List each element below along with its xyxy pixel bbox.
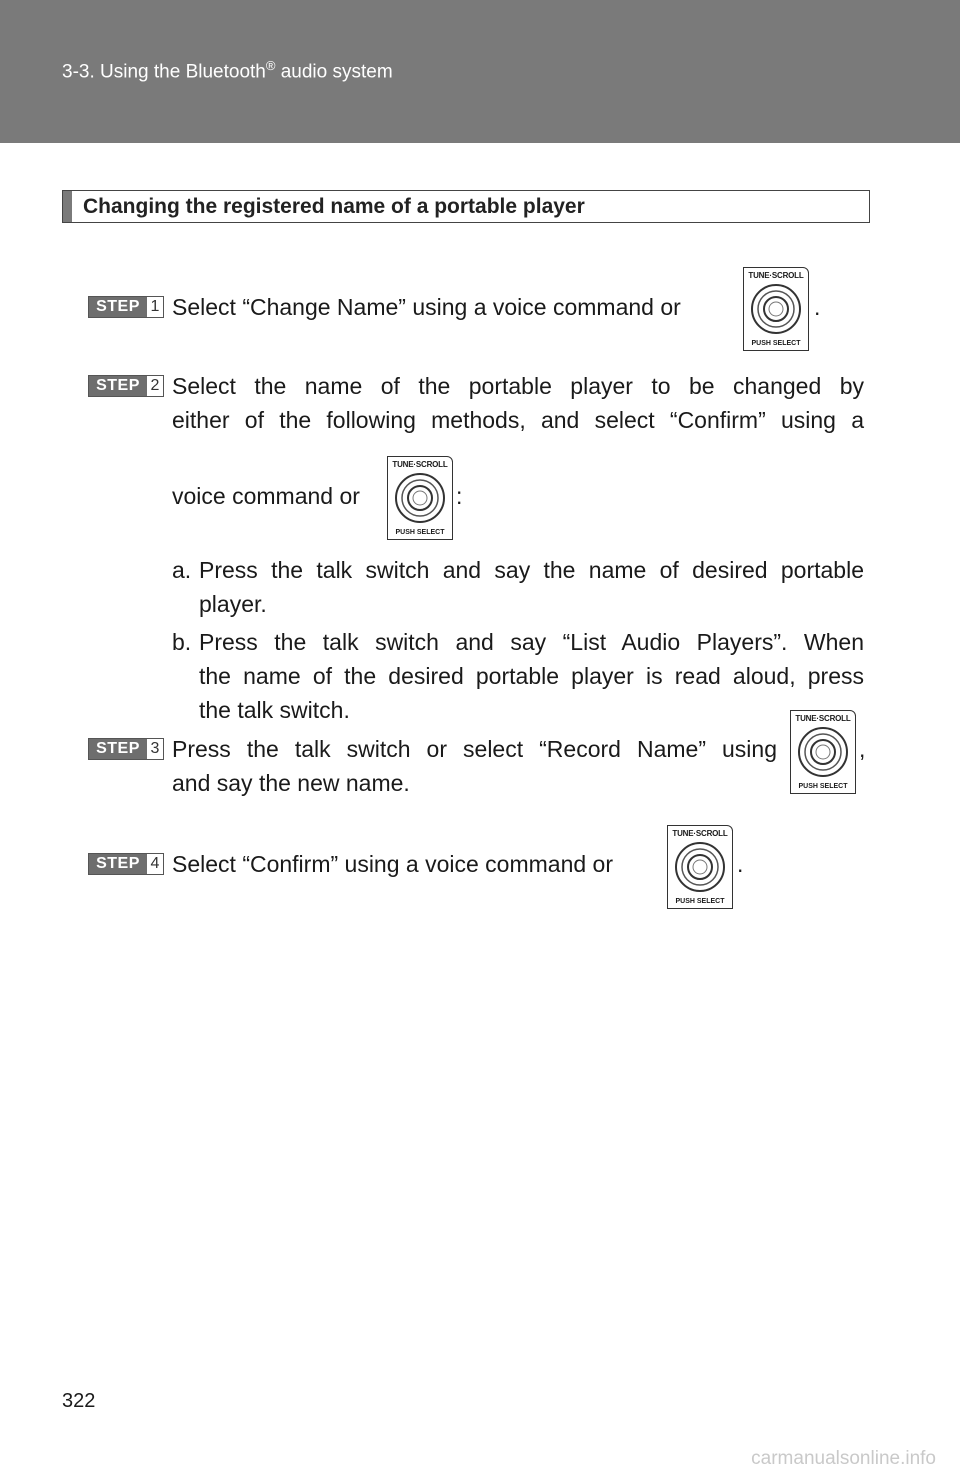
step-label: STEP bbox=[89, 739, 147, 759]
step-2-end: : bbox=[456, 483, 463, 509]
step-1-end: . bbox=[814, 294, 821, 320]
item-a-line-1: Press the talk switch and say the name o… bbox=[199, 557, 864, 583]
header-text: 3-3. Using the Bluetooth bbox=[62, 61, 266, 83]
step-3-line-2: and say the new name. bbox=[172, 770, 410, 796]
step-number: 4 bbox=[147, 854, 163, 874]
step-label: STEP bbox=[89, 854, 147, 874]
step-3-line-1: Press the talk switch or select “Record … bbox=[172, 736, 777, 762]
registered-mark: ® bbox=[265, 58, 276, 73]
step-2-line-2: either of the following methods, and sel… bbox=[172, 407, 864, 433]
section-heading-box: Changing the registered name of a portab… bbox=[62, 190, 870, 223]
knob-top-label: TUNE·SCROLL bbox=[795, 714, 851, 723]
knob-bottom-label: PUSH SELECT bbox=[798, 783, 848, 790]
knob-bottom-label: PUSH SELECT bbox=[751, 340, 801, 347]
knob-top-label: TUNE·SCROLL bbox=[672, 829, 728, 838]
item-b-line-3: the talk switch. bbox=[199, 697, 350, 723]
step-2-line-1: Select the name of the portable player t… bbox=[172, 373, 864, 399]
knob-bottom-label: PUSH SELECT bbox=[395, 529, 445, 536]
step-label: STEP bbox=[89, 297, 147, 317]
step-number: 2 bbox=[147, 376, 163, 396]
item-b-line-2: the name of the desired portable player … bbox=[199, 663, 864, 689]
tune-scroll-knob-icon: TUNE·SCROLL PUSH SELECT bbox=[667, 825, 733, 909]
step-2-line-3: voice command or bbox=[172, 483, 360, 509]
step-1-text: Select “Change Name” using a voice comma… bbox=[172, 294, 681, 320]
step-4-text: Select “Confirm” using a voice command o… bbox=[172, 851, 613, 877]
header-band bbox=[0, 0, 960, 143]
item-b-line-1: Press the talk switch and say “List Audi… bbox=[199, 629, 864, 655]
section-heading-bar bbox=[63, 191, 72, 222]
step-4-end: . bbox=[737, 851, 744, 877]
step-label: STEP bbox=[89, 376, 147, 396]
knob-bottom-label: PUSH SELECT bbox=[675, 898, 725, 905]
item-a-line-2: player. bbox=[199, 591, 267, 617]
knob-dial-icon bbox=[675, 842, 725, 892]
step-number: 3 bbox=[147, 739, 163, 759]
running-header: 3-3. Using the Bluetooth® audio system bbox=[62, 58, 393, 83]
knob-dial-icon bbox=[395, 473, 445, 523]
list-marker-a: a. bbox=[172, 557, 192, 583]
list-marker-b: b. bbox=[172, 629, 192, 655]
knob-top-label: TUNE·SCROLL bbox=[748, 271, 804, 280]
knob-dial-icon bbox=[751, 284, 801, 334]
step-number: 1 bbox=[147, 297, 163, 317]
knob-top-label: TUNE·SCROLL bbox=[392, 460, 448, 469]
tune-scroll-knob-icon: TUNE·SCROLL PUSH SELECT bbox=[743, 267, 809, 351]
watermark: carmanualsonline.info bbox=[751, 1448, 936, 1469]
step-3-end: , bbox=[859, 736, 866, 762]
header-text-end: audio system bbox=[275, 61, 393, 83]
tune-scroll-knob-icon: TUNE·SCROLL PUSH SELECT bbox=[387, 456, 453, 540]
tune-scroll-knob-icon: TUNE·SCROLL PUSH SELECT bbox=[790, 710, 856, 794]
knob-dial-icon bbox=[798, 727, 848, 777]
page-number: 322 bbox=[62, 1390, 96, 1412]
section-title: Changing the registered name of a portab… bbox=[83, 195, 585, 218]
